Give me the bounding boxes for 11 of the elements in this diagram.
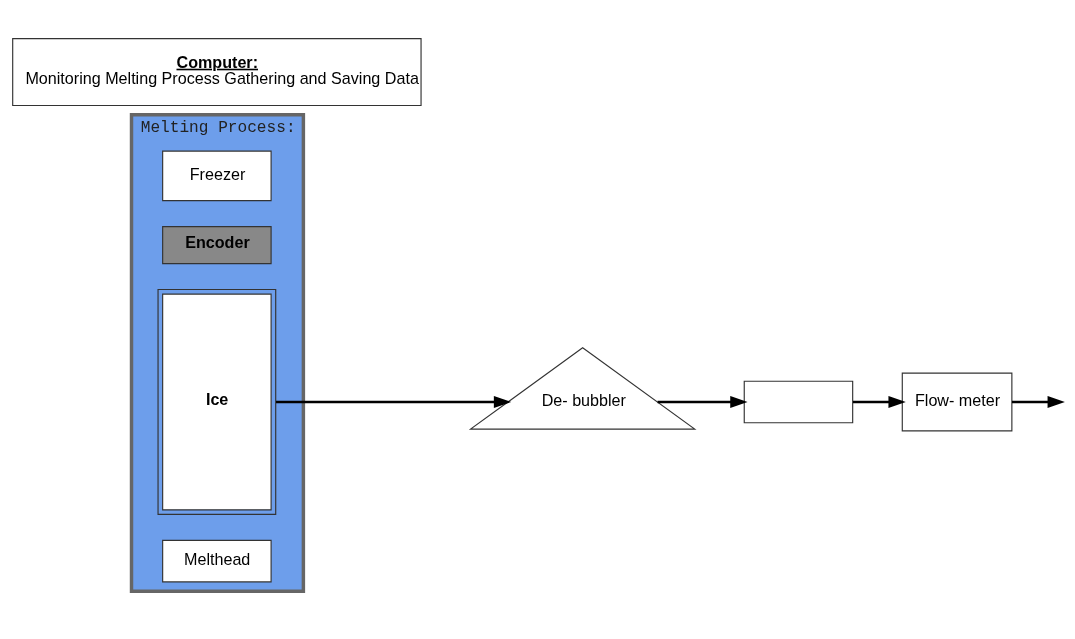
node-box: Freezer: [162, 150, 272, 202]
node-box: Ice: [157, 288, 277, 516]
node-box: Melthead: [162, 539, 272, 583]
arrow: [1011, 395, 1065, 409]
arrow: [853, 395, 906, 409]
arrow: [276, 395, 512, 409]
node-box: Computer: Monitoring Melting Process Gathering and Saving Data: [12, 38, 422, 107]
node-box: Flow- meter: [901, 372, 1013, 432]
node-box: Encoder: [162, 226, 272, 265]
arrow: [657, 395, 748, 409]
node-box: [743, 380, 854, 424]
